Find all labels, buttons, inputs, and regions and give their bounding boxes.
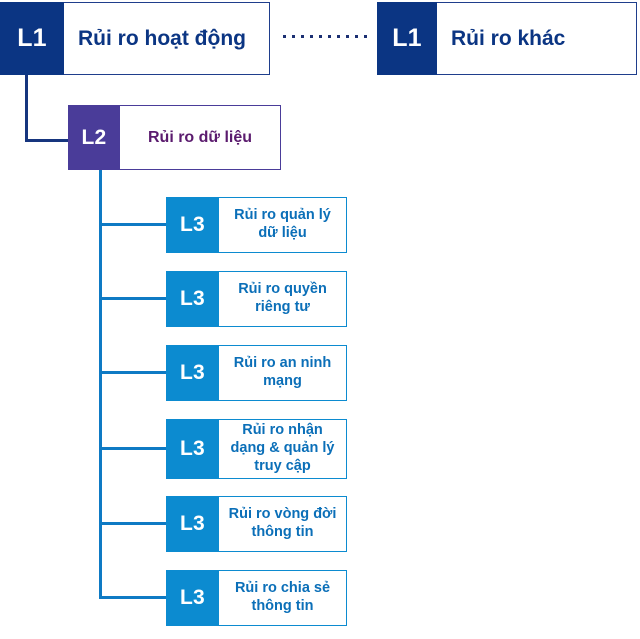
node-l1-operational-risk[interactable]: L1 Rủi ro hoạt động (0, 2, 270, 75)
connector-branch-l3-6 (99, 596, 167, 599)
level-tag-l2: L2 (68, 105, 120, 170)
level-tag-l3: L3 (166, 570, 219, 626)
dotted-connector-l1-to-l1 (283, 35, 373, 38)
node-l2-data-risk[interactable]: L2 Rủi ro dữ liệu (68, 105, 281, 170)
node-label-l3-privacy-risk: Rủi ro quyền riêng tư (219, 271, 347, 327)
node-l3-information-lifecycle-risk[interactable]: L3 Rủi ro vòng đời thông tin (166, 496, 347, 552)
node-label-l1-operational-risk: Rủi ro hoạt động (64, 2, 270, 75)
connector-branch-l3-4 (99, 447, 167, 450)
node-label-l3-identity-access-management-risk: Rủi ro nhận dạng & quản lý truy cập (219, 419, 347, 479)
node-l3-information-sharing-risk[interactable]: L3 Rủi ro chia sẻ thông tin (166, 570, 347, 626)
node-l3-privacy-risk[interactable]: L3 Rủi ro quyền riêng tư (166, 271, 347, 327)
level-tag-l3: L3 (166, 345, 219, 401)
node-l3-cybersecurity-risk[interactable]: L3 Rủi ro an ninh mạng (166, 345, 347, 401)
connector-branch-l3-1 (99, 223, 167, 226)
level-tag-l3: L3 (166, 271, 219, 327)
connector-l2-trunk-vertical (99, 170, 102, 599)
level-tag-l3: L3 (166, 419, 219, 479)
node-label-l3-data-management-risk: Rủi ro quản lý dữ liệu (219, 197, 347, 253)
node-label-l3-information-lifecycle-risk: Rủi ro vòng đời thông tin (219, 496, 347, 552)
level-tag-l1: L1 (377, 2, 437, 75)
node-label-l3-cybersecurity-risk: Rủi ro an ninh mạng (219, 345, 347, 401)
node-l3-data-management-risk[interactable]: L3 Rủi ro quản lý dữ liệu (166, 197, 347, 253)
node-l1-other-risk[interactable]: L1 Rủi ro khác (377, 2, 637, 75)
node-l3-identity-access-management-risk[interactable]: L3 Rủi ro nhận dạng & quản lý truy cập (166, 419, 347, 479)
connector-l1-vertical (25, 75, 28, 142)
level-tag-l1: L1 (0, 2, 64, 75)
connector-branch-l3-3 (99, 371, 167, 374)
node-label-l1-other-risk: Rủi ro khác (437, 2, 637, 75)
node-label-l3-information-sharing-risk: Rủi ro chia sẻ thông tin (219, 570, 347, 626)
connector-l1-to-l2-horizontal (25, 139, 70, 142)
level-tag-l3: L3 (166, 496, 219, 552)
connector-branch-l3-2 (99, 297, 167, 300)
level-tag-l3: L3 (166, 197, 219, 253)
connector-branch-l3-5 (99, 522, 167, 525)
node-label-l2-data-risk: Rủi ro dữ liệu (120, 105, 281, 170)
